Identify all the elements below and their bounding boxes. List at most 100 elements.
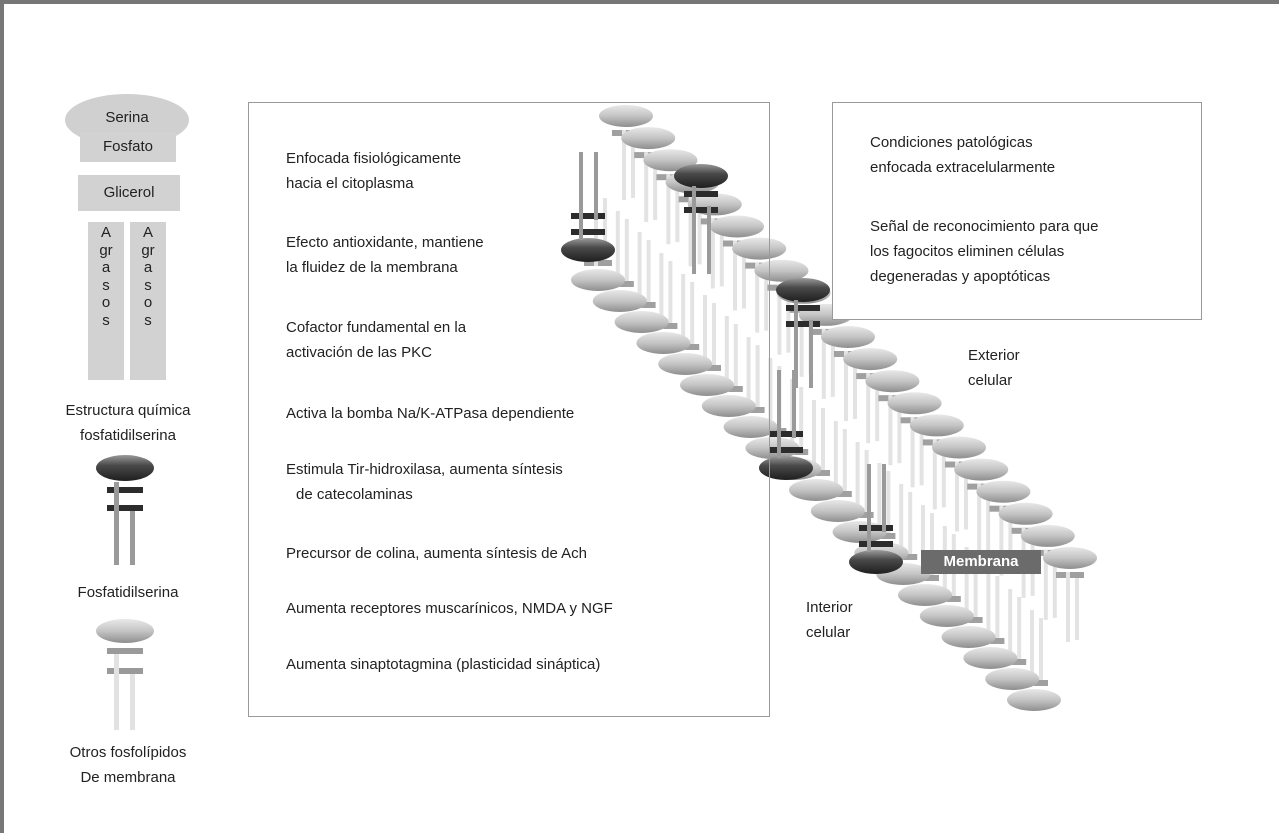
lipid-tail xyxy=(888,395,893,466)
function-item-2: Efecto antioxidante, mantiene la fluidez… xyxy=(286,230,484,280)
interior-line1: Interior xyxy=(806,599,853,616)
lipid-head xyxy=(643,149,698,172)
lipid-head xyxy=(963,647,1018,669)
exterior-label: Exterior celular xyxy=(968,343,1020,393)
lipid-head xyxy=(865,370,920,393)
lipid-head xyxy=(732,237,787,260)
lipid-tail xyxy=(622,130,626,200)
lipid-head xyxy=(898,584,952,606)
lipid-tail xyxy=(855,442,860,518)
phosphatidylserine-icon xyxy=(96,455,154,565)
fatty-acid-label-1: Agrasos xyxy=(99,224,113,329)
function-item-1-line1: Enfocada fisiológicamente xyxy=(286,150,462,167)
glycerol-label: Glicerol xyxy=(103,184,155,201)
lipid-tail xyxy=(646,240,651,302)
lipid-tail xyxy=(1039,618,1043,680)
lipid-head xyxy=(621,127,676,150)
phosphatidylserine-head xyxy=(674,164,728,188)
ps-tail xyxy=(579,152,583,240)
ps-bar xyxy=(859,525,893,531)
lipid-tail xyxy=(973,555,978,617)
function-item-1-line2: hacia el citoplasma xyxy=(286,175,414,192)
lipid-tail xyxy=(777,284,782,355)
lipid-head xyxy=(701,395,756,417)
lipid-head xyxy=(658,353,713,375)
structure-caption-line2: fosfatidilserina xyxy=(80,427,176,444)
lipid-head xyxy=(932,436,986,459)
ps-bar xyxy=(769,447,803,453)
exterior-line1: Exterior xyxy=(968,347,1020,364)
lipid-tail xyxy=(833,421,838,497)
pathology-text-1: Condiciones patológicas enfocada extrace… xyxy=(870,130,1055,180)
lipid-tail xyxy=(1017,597,1022,659)
lipid-head xyxy=(909,414,964,437)
membrane-label: Membrana xyxy=(921,550,1041,574)
function-item-6: Precursor de colina, aumenta síntesis de… xyxy=(286,541,587,566)
lipid-tail xyxy=(910,417,915,488)
pathology-2-line2: los fagocitos eliminen células xyxy=(870,243,1065,260)
lipid-head xyxy=(821,326,875,348)
legend-other-line2: De membrana xyxy=(80,769,176,786)
lipid-tail xyxy=(615,211,620,287)
structure-caption: Estructura química fosfatidilserina xyxy=(30,398,226,448)
function-item-8-line1: Aumenta sinaptotagmina (plasticidad siná… xyxy=(286,656,601,673)
interior-line2: celular xyxy=(806,624,851,641)
lipid-tail xyxy=(681,274,686,350)
lipid-tail xyxy=(986,568,991,644)
glycerol-block: Glicerol xyxy=(78,175,180,211)
lipid-head xyxy=(810,500,865,522)
phosphatidylserine-head xyxy=(561,238,615,262)
lipid-head xyxy=(1007,689,1061,711)
lipid-tail xyxy=(653,158,658,221)
lipid-head xyxy=(592,290,647,312)
lipid-head xyxy=(941,626,996,648)
lipid-tail xyxy=(941,445,946,508)
ps-tail xyxy=(809,320,813,388)
legend-other-line1: Otros fosfolípidos xyxy=(69,744,187,761)
lipid-head xyxy=(754,259,809,282)
lipid-tail xyxy=(742,246,746,309)
lipid-head xyxy=(571,269,625,291)
lipid-tail xyxy=(668,261,673,323)
lipid-tail xyxy=(764,268,769,331)
function-item-5-line1: Estimula Tir-hidroxilasa, aumenta síntes… xyxy=(286,461,563,478)
function-item-3-line1: Cofactor fundamental en la xyxy=(286,319,467,336)
lipid-tail xyxy=(812,400,816,476)
function-item-6-line1: Precursor de colina, aumenta síntesis de… xyxy=(286,545,587,562)
lipid-tail xyxy=(999,505,1004,576)
ps-bar xyxy=(786,305,820,311)
lipid-tail xyxy=(637,232,642,308)
lipid-tail xyxy=(955,461,959,532)
legend-other-phospholipids: Otros fosfolípidos De membrana xyxy=(30,740,226,790)
other-phospholipid-icon xyxy=(96,619,154,730)
function-item-4: Activa la bomba Na/K-ATPasa dependiente xyxy=(286,401,574,426)
lipid-tail xyxy=(659,253,664,329)
lipid-tail xyxy=(724,316,729,392)
lipid-head xyxy=(919,605,974,627)
lipid-tail xyxy=(899,484,904,560)
lipid-tail xyxy=(1066,572,1070,642)
lipid-tail xyxy=(799,387,804,449)
lipid-tail xyxy=(866,373,871,444)
function-item-1: Enfocada fisiológicamente hacia el citop… xyxy=(286,146,461,196)
lipid-tail xyxy=(688,196,693,267)
lipid-tail xyxy=(830,334,835,397)
lipid-tail xyxy=(908,492,913,554)
lipid-head xyxy=(976,480,1031,503)
phosphatidylserine-head xyxy=(849,550,903,574)
lipid-head xyxy=(636,332,691,354)
lipid-tail xyxy=(877,463,882,539)
function-item-3-line2: activación de las PKC xyxy=(286,344,432,361)
lipid-tail xyxy=(690,282,695,344)
ps-bar xyxy=(571,229,605,235)
function-item-8: Aumenta sinaptotagmina (plasticidad siná… xyxy=(286,652,600,677)
serine-label: Serina xyxy=(105,109,149,126)
lipid-tail xyxy=(719,224,724,287)
lipid-head xyxy=(599,105,653,127)
phosphate-label: Fosfato xyxy=(102,138,154,155)
lipid-tail xyxy=(932,439,937,510)
lipid-tail xyxy=(886,471,891,533)
lipid-tail xyxy=(675,180,680,243)
ps-bar xyxy=(769,431,803,437)
